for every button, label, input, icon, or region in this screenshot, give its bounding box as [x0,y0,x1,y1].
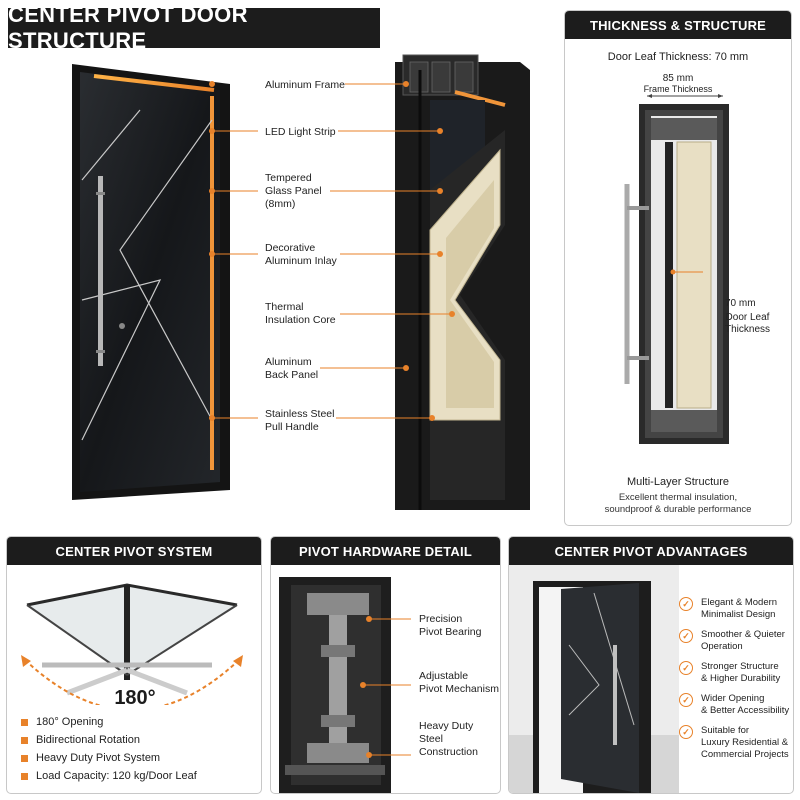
label-adjustable-mechanism: Adjustable Pivot Mechanism [419,670,499,695]
callout-insulation-core: Thermal Insulation Core [265,301,336,326]
label-heavy-duty: Heavy Duty Steel Construction [419,720,478,758]
frame-mm: 85 mm [662,73,694,84]
callout-back-panel: Aluminum Back Panel [265,356,319,381]
callout-led-strip: LED Light Strip [265,126,336,138]
frame-label: Frame Thickness [643,84,713,94]
check-icon: ✓ [679,629,693,643]
interior-drawing [509,565,679,793]
side-mm: 70 mm [725,298,756,309]
door-leaf-thickness: Door Leaf Thickness: 70 mm [607,51,749,63]
advantages-panel: CENTER PIVOT ADVANTAGES ✓ Elegant & Mode… [508,536,794,794]
door-illustrations [72,54,530,510]
pivot-system-panel: CENTER PIVOT SYSTEM 180° 180° Opening Bi… [6,536,262,794]
advantage-item: ✓ Suitable for Luxury Residential & Comm… [679,725,793,761]
callout-pull-handle: Stainless Steel Pull Handle [265,408,335,433]
check-icon: ✓ [679,725,693,739]
multi-layer-title: Multi-Layer Structure [626,476,730,488]
check-icon: ✓ [679,597,693,611]
pivot-bullet: Load Capacity: 120 kg/Door Leaf [21,767,197,785]
cross-section-drawing [624,94,729,444]
advantage-item: ✓ Elegant & Modern Minimalist Design [679,597,793,621]
check-icon: ✓ [679,661,693,675]
advantage-item: ✓ Wider Opening & Better Accessibility [679,693,793,717]
advantage-item: ✓ Stronger Structure & Higher Durability [679,661,793,685]
callout-decorative-inlay: Decorative Aluminum Inlay [265,242,337,267]
pivot-system-heading: CENTER PIVOT SYSTEM [7,537,261,565]
thickness-panel: THICKNESS & STRUCTURE Door Leaf Thicknes… [564,10,792,526]
pivot-bullet: Heavy Duty Pivot System [21,749,197,767]
pivot-bullet: 180° Opening [21,713,197,731]
label-precision-bearing: Precision Pivot Bearing [419,613,482,638]
check-icon: ✓ [679,693,693,707]
callout-tempered-glass: Tempered Glass Panel (8mm) [265,172,322,210]
thickness-heading: THICKNESS & STRUCTURE [565,11,791,39]
advantages-heading: CENTER PIVOT ADVANTAGES [509,537,793,565]
callout-aluminum-frame: Aluminum Frame [265,79,345,91]
multi-layer-desc: Excellent thermal insulation, soundproof… [604,492,752,515]
pivot-bullets: 180° Opening Bidirectional Rotation Heav… [21,713,197,785]
hardware-heading: PIVOT HARDWARE DETAIL [271,537,500,565]
hardware-panel: PIVOT HARDWARE DETAIL Precision Pivot Be… [270,536,501,794]
advantages-list: ✓ Elegant & Modern Minimalist Design ✓ S… [679,597,793,761]
hardware-drawing [279,577,411,793]
advantage-item: ✓ Smoother & Quieter Operation [679,629,793,653]
front-door [72,64,230,500]
section-view [395,54,530,510]
pivot-bullet: Bidirectional Rotation [21,731,197,749]
side-label: Door Leaf Thickness [725,312,771,335]
rotation-diagram [21,583,243,705]
rotation-angle: 180° [114,687,156,709]
